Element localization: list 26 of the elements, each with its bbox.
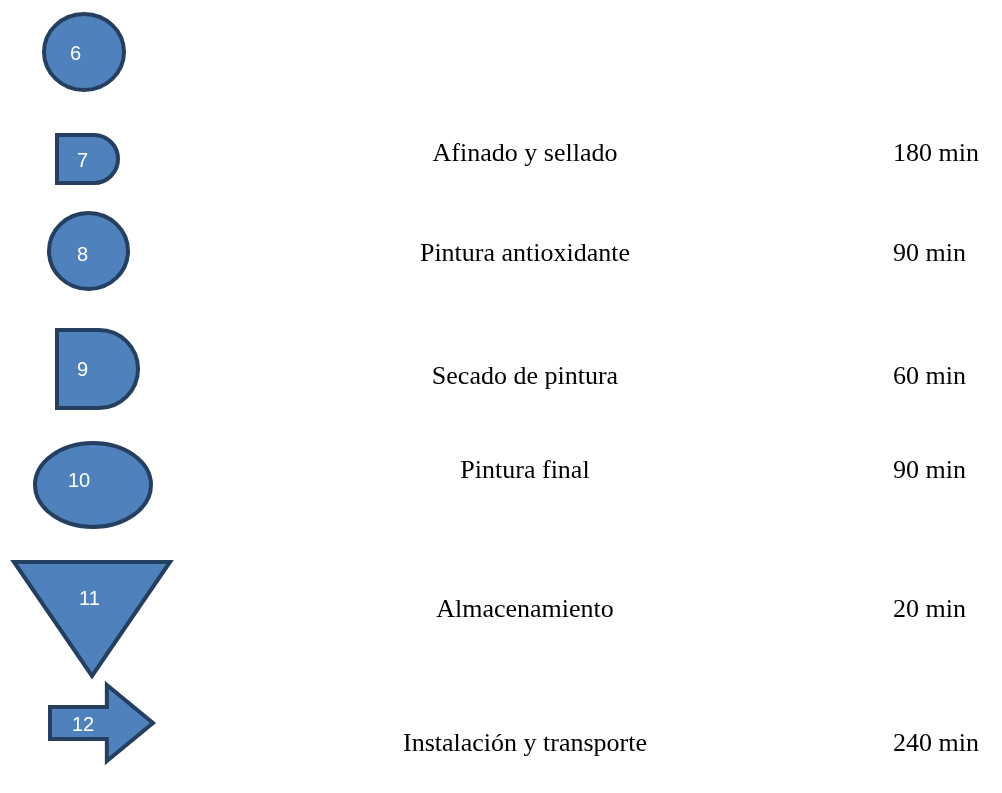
step-duration: 180 min: [893, 138, 979, 168]
operation-circle: [33, 441, 153, 529]
step-description: Instalación y transporte: [403, 728, 647, 758]
storage-triangle: [12, 560, 172, 678]
step-duration: 240 min: [893, 728, 979, 758]
operation-circle: [47, 211, 130, 291]
step-description: Pintura antioxidante: [419, 238, 631, 268]
step-duration: 60 min: [893, 361, 966, 391]
delay-symbol: [55, 133, 120, 185]
step-number: 10: [68, 469, 91, 491]
step-description: Pintura final: [460, 455, 590, 485]
transport-arrow: [48, 683, 155, 763]
step-number: 9: [77, 358, 89, 380]
step-number: 7: [77, 149, 89, 171]
step-duration: 90 min: [893, 455, 966, 485]
step-description: Almacenamiento: [436, 594, 614, 624]
step-number: 11: [79, 587, 100, 609]
step-number: 12: [72, 713, 95, 735]
step-description: Afinado y sellado: [432, 138, 618, 168]
step-description: Secado de pintura: [431, 361, 619, 391]
step-duration: 20 min: [893, 594, 966, 624]
step-number: 6: [70, 42, 82, 64]
step-number: 8: [77, 243, 89, 265]
step-duration: 90 min: [893, 238, 966, 268]
operation-circle: [42, 12, 126, 92]
delay-symbol: [55, 328, 140, 410]
